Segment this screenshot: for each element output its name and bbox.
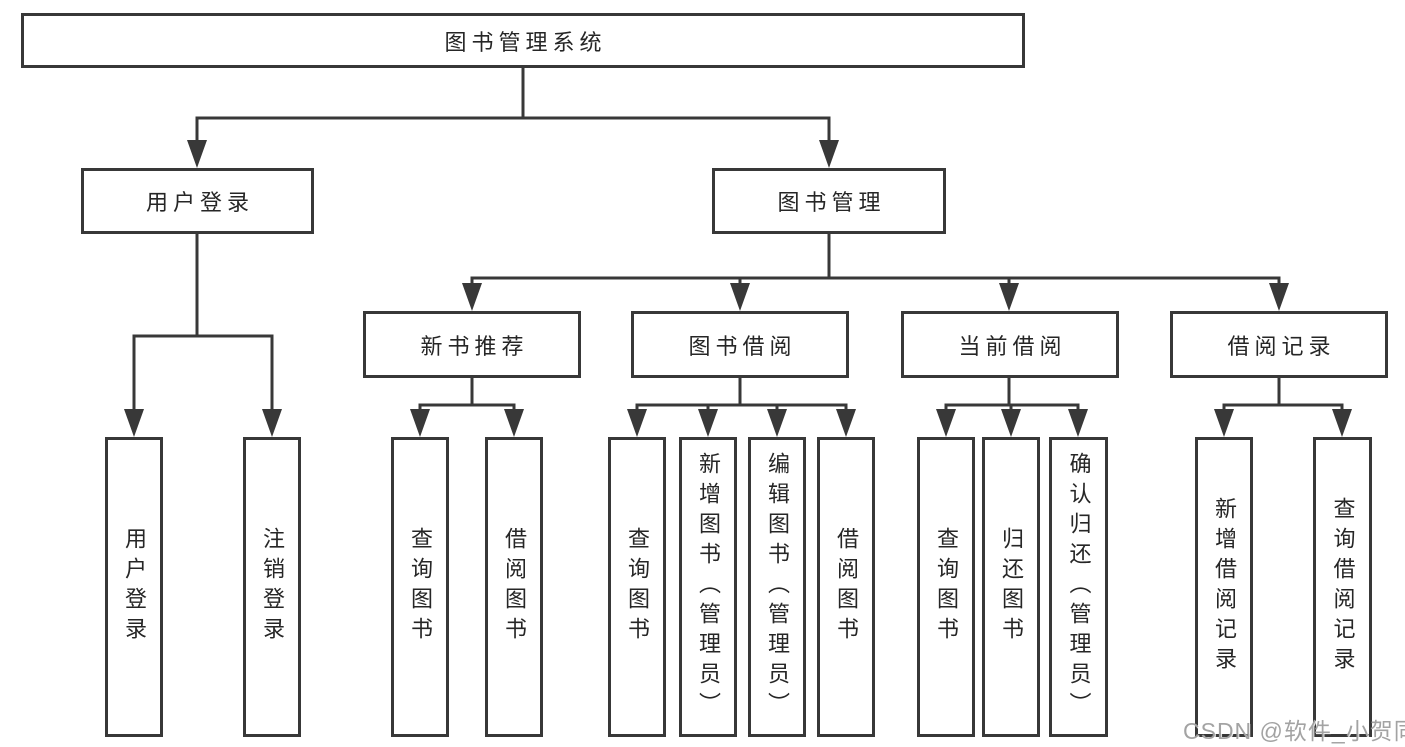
- leaf-edit-book-admin: 编辑图书（管理员）: [748, 437, 806, 737]
- leaf-add-book-admin-label: 新增图书（管理员）: [696, 452, 721, 722]
- leaf-query-book-recommend: 查询图书: [391, 437, 449, 737]
- arrow-icon: [410, 409, 430, 437]
- arrow-icon: [187, 140, 207, 168]
- leaf-add-borrow-record: 新增借阅记录: [1195, 437, 1253, 737]
- connector-book-borrow-branch: [635, 378, 848, 412]
- node-library-system: 图书管理系统: [21, 13, 1025, 68]
- leaf-query-book-borrow-label: 查询图书: [625, 527, 650, 647]
- leaf-borrow-book-borrow: 借阅图书: [817, 437, 875, 737]
- arrow-icon: [262, 409, 282, 437]
- leaf-query-book-current: 查询图书: [917, 437, 975, 737]
- arrow-icon: [730, 283, 750, 311]
- leaf-logout-login-label: 注销登录: [260, 527, 285, 647]
- arrow-icon: [836, 409, 856, 437]
- arrow-icon: [1332, 409, 1352, 437]
- arrow-icon: [698, 409, 718, 437]
- leaf-query-borrow-record-label: 查询借阅记录: [1330, 497, 1356, 677]
- arrow-icon: [936, 409, 956, 437]
- arrowheads: [124, 140, 1352, 437]
- leaf-query-book-recommend-label: 查询图书: [408, 527, 433, 647]
- leaf-logout-login: 注销登录: [243, 437, 301, 737]
- connector-borrow-record-branch: [1222, 378, 1344, 412]
- leaf-add-book-admin: 新增图书（管理员）: [679, 437, 737, 737]
- leaf-borrow-book-borrow-label: 借阅图书: [834, 527, 859, 647]
- arrow-icon: [767, 409, 787, 437]
- leaf-query-borrow-record: 查询借阅记录: [1313, 437, 1372, 737]
- arrow-icon: [124, 409, 144, 437]
- leaf-return-book-label: 归还图书: [999, 527, 1024, 647]
- leaf-query-book-current-label: 查询图书: [934, 527, 959, 647]
- node-current-borrow: 当前借阅: [901, 311, 1119, 378]
- connector-book-mgmt-branch: [470, 234, 1281, 286]
- arrow-icon: [462, 283, 482, 311]
- arrow-icon: [819, 140, 839, 168]
- leaf-user-login: 用户登录: [105, 437, 163, 737]
- arrow-icon: [999, 283, 1019, 311]
- connector-user-login-branch: [132, 234, 274, 412]
- leaf-borrow-book-recommend-label: 借阅图书: [502, 527, 527, 647]
- leaf-borrow-book-recommend: 借阅图书: [485, 437, 543, 737]
- connector-new-book-branch: [418, 378, 516, 412]
- connector-current-borrow-branch: [944, 378, 1080, 412]
- arrow-icon: [1001, 409, 1021, 437]
- leaf-confirm-return-admin-label: 确认归还（管理员）: [1066, 452, 1092, 722]
- node-book-management: 图书管理: [712, 168, 946, 234]
- arrow-icon: [627, 409, 647, 437]
- connector-root-to-level2: [195, 68, 831, 143]
- leaf-edit-book-admin-label: 编辑图书（管理员）: [765, 452, 790, 722]
- node-new-book-recommend: 新书推荐: [363, 311, 581, 378]
- leaf-query-book-borrow: 查询图书: [608, 437, 666, 737]
- arrow-icon: [1068, 409, 1088, 437]
- arrow-icon: [504, 409, 524, 437]
- connector-paths: [132, 68, 1344, 412]
- leaf-confirm-return-admin: 确认归还（管理员）: [1049, 437, 1108, 737]
- arrow-icon: [1214, 409, 1234, 437]
- leaf-add-borrow-record-label: 新增借阅记录: [1212, 497, 1237, 677]
- node-book-borrow: 图书借阅: [631, 311, 849, 378]
- leaf-user-login-label: 用户登录: [122, 527, 147, 647]
- node-user-login: 用户登录: [81, 168, 314, 234]
- leaf-return-book: 归还图书: [982, 437, 1040, 737]
- watermark: CSDN @软件_小贺同学: [1183, 718, 1405, 744]
- node-borrow-records: 借阅记录: [1170, 311, 1388, 378]
- arrow-icon: [1269, 283, 1289, 311]
